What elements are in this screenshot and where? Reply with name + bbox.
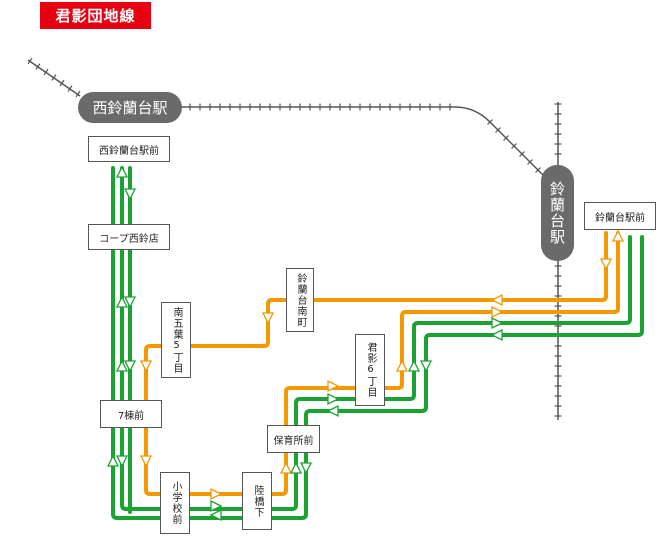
railway-tie [487,119,493,125]
arrow-down-icon [299,462,313,475]
bus-stop-suzu-minami[interactable]: 鈴蘭台南町 [286,268,314,332]
arrow-down-icon [123,296,137,309]
arrow-up-icon [611,229,625,242]
railway-tie [59,79,65,87]
railway-tie [511,143,517,149]
direction-arrows [106,165,625,522]
bus-stop-nishi-mae[interactable]: 西鈴蘭台駅前 [88,136,170,162]
railway-tie [503,135,509,141]
arrow-up-icon [407,359,421,372]
bus-stop-rikkyo[interactable]: 陸橋下 [242,472,272,530]
arrow-up-icon [106,454,120,467]
railway-ties [27,57,562,417]
arrow-down-icon [123,188,137,201]
arrow-right-icon [210,499,223,513]
route-title: 君影団地線 [40,2,151,29]
arrow-right-icon [327,392,340,406]
railway-tie [495,127,501,133]
arrow-down-icon [123,360,137,373]
railway-tie [27,57,33,65]
railway-tie [35,63,41,70]
arrow-right-icon [491,316,504,330]
bus-stop-suzu-mae[interactable]: 鈴蘭台駅前 [584,202,656,230]
railway-main [180,106,549,181]
arrow-down-icon [115,455,129,468]
railway-tie [67,85,73,92]
railway-tie [535,167,541,173]
arrow-up-icon [279,461,293,474]
railway-tie [527,159,533,165]
bus-stop-kimikage6[interactable]: 君影6丁目 [355,334,385,406]
arrow-up-icon [115,295,129,308]
arrow-up-icon [395,359,409,372]
bus-stop-coop[interactable]: コープ西鈴店 [88,224,170,250]
arrow-down-icon [419,360,433,373]
railway-tie [75,90,81,98]
arrow-down-icon [139,360,153,373]
arrow-right-icon [210,487,223,501]
arrow-down-icon [599,258,613,271]
arrow-left-icon [490,293,503,307]
arrow-right-icon [327,379,340,393]
bus-stop-7tou[interactable]: 7棟前 [100,400,162,428]
arrow-up-icon [115,359,129,372]
arrow-down-icon [139,455,153,468]
route-green-3 [111,166,644,520]
railway-tie [43,68,49,76]
arrow-down-icon [261,312,275,325]
station-nishi-suzurandai[interactable]: 西鈴蘭台駅 [78,92,182,123]
arrow-up-icon [289,461,303,474]
railway-tie [519,151,525,157]
bus-stop-hoiku[interactable]: 保育所前 [267,425,320,453]
arrow-left-icon [490,328,503,342]
bus-stop-minami5[interactable]: 南五葉5丁目 [161,302,191,378]
arrow-right-icon [491,305,504,319]
arrow-left-icon [326,404,339,418]
arrow-left-icon [209,508,222,522]
arrow-up-icon [115,165,129,178]
bus-stop-shogakko[interactable]: 小学校前 [160,472,190,534]
station-suzurandai[interactable]: 鈴蘭台駅 [541,165,574,261]
railway-tie [51,74,57,81]
